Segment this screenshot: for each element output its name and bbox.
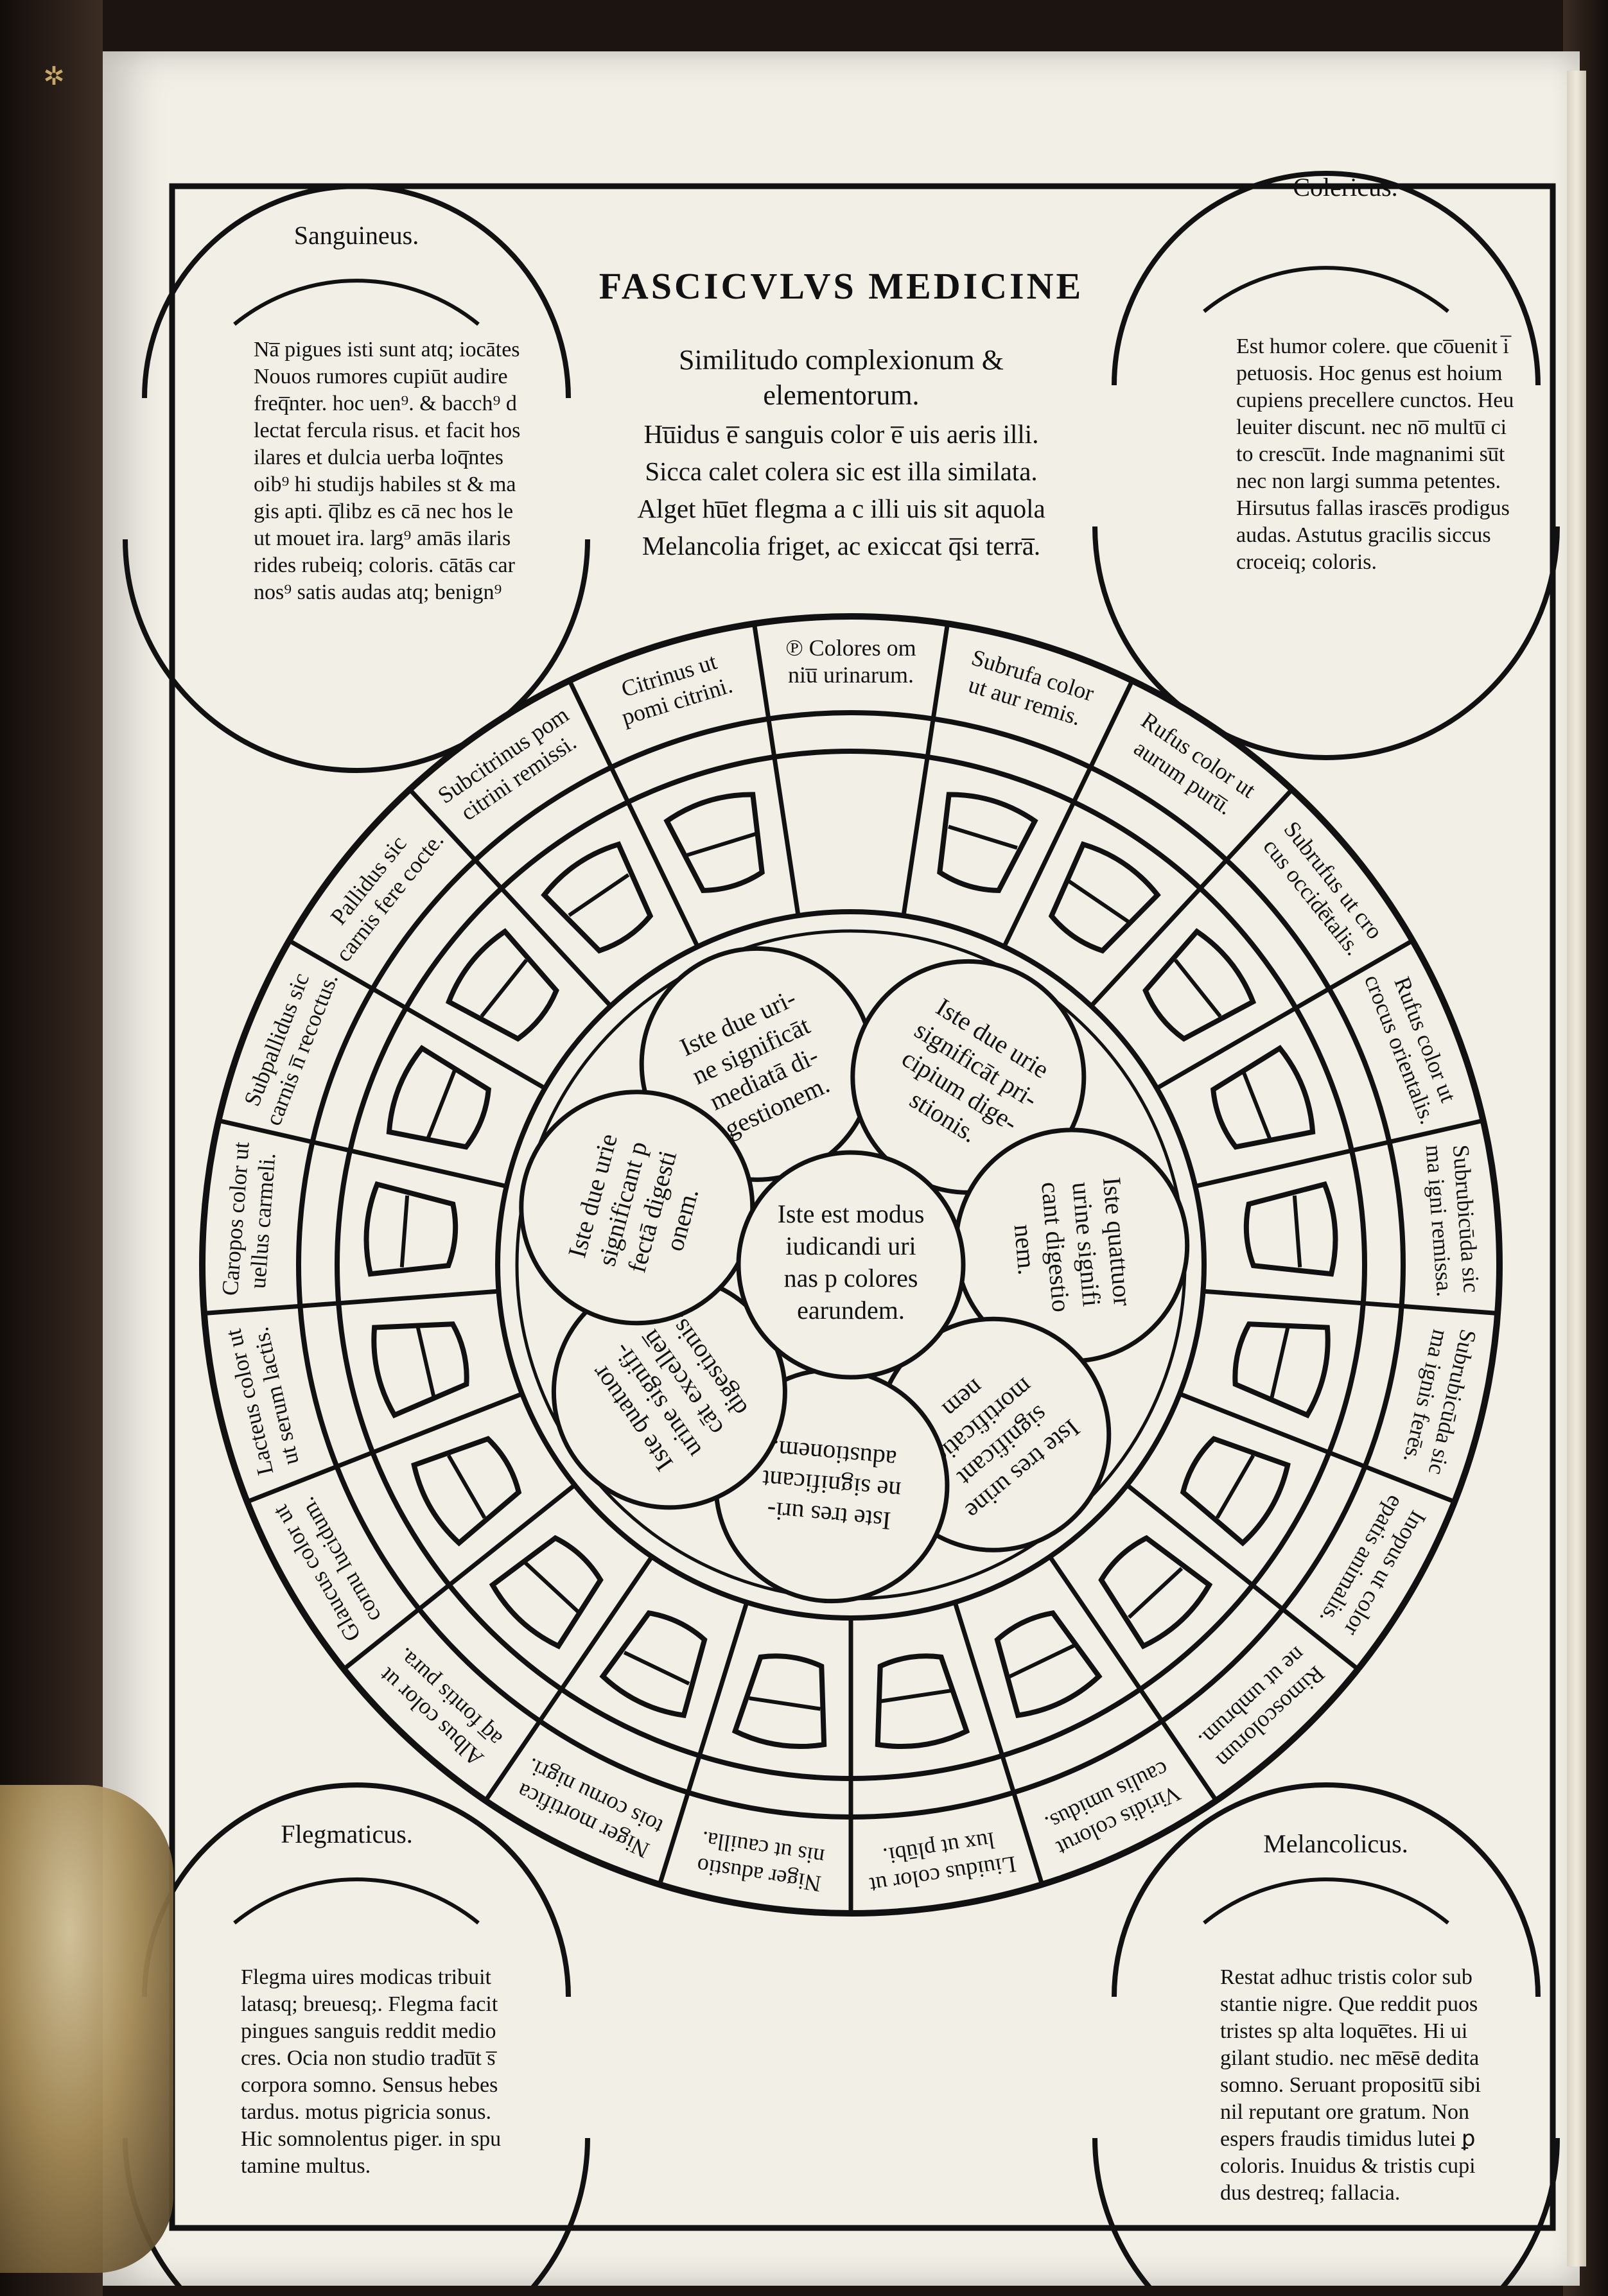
corner-text-line: tamine multus. [241,2154,371,2178]
corner-top-right: Colericus. Est humor colere. que co̅uenit… [1095,173,1557,758]
corner-text-line: croceiq; coloris. [1236,550,1377,574]
corner-text-line: coloris. Inuidus & tristis cupi [1220,2154,1476,2178]
corner-text-line: nil reputant ore gratum. Non [1220,2100,1469,2124]
subtitle-line: elementorum. [763,379,919,411]
corner-text-line: Flegma uires modicas tribuit [241,1965,492,1989]
corner-top-left: Sanguineus. Na̅ pigues isti sunt atq; ioc… [125,186,588,770]
verse-line: Alget hu̅et flegma a c illi uis sit aquo… [637,494,1045,523]
center-text: earundem. [797,1296,905,1325]
corner-text-line: gilant studio. nec me̅sē dedita [1220,2046,1479,2070]
corner-text-line: gis apti. q̅libz es cā nec hos le [254,500,513,523]
corner-bottom-right: Melancolicus. Restat adhuc tristis color … [1095,1785,1557,2286]
center-text: nas p colores [784,1264,918,1292]
corner-text-line: ilares et dulcia uerba loq̅ntes [254,446,503,469]
corner-text-line: tardus. motus pigricia sonus. [241,2100,491,2124]
holding-fingers [0,1785,173,2273]
inner-circle-text: nem. [1009,1223,1042,1276]
spine-ornament-icon: ✲ [39,61,69,92]
corner-title: Sanguineus. [294,221,419,250]
corner-text-line: leuiter discunt. nec no̅ multu̅ ci [1236,415,1507,439]
corner-text-line: ut mouet ira. larg⁹ amās ilaris [254,526,511,550]
corner-text-line: tristes sp alta loque̅tes. Hi ui [1220,2019,1467,2043]
corner-title: Melancolicus. [1263,1829,1408,1858]
corner-text-line: Restat adhuc tristis color sub [1220,1965,1473,1989]
center-text: iudicandi uri [785,1231,916,1260]
verse-line: Hu̅idus e̅ sanguis color e̅ uis aeris il… [644,419,1039,449]
corner-text-line: cupiens precellere cunctos. Heu [1236,388,1514,412]
corner-text-line: Hirsutus fallas irasce̅s prodigus [1236,496,1510,520]
corner-bottom-left: Flegmaticus. Flegma uires modicas tribuit… [125,1785,588,2286]
corner-text-line: espers fraudis timidus lutei ꝑ [1220,2127,1475,2151]
verse-line: Melancolia friget, ac exiccat q̅si terra… [642,531,1040,561]
corner-text-line: rides rubeiq; coloris. cātās car [254,553,516,577]
corner-text-line: Hic somnolentus piger. in spu [241,2127,501,2151]
corner-text-line: Nouos rumores cupiūt audire [254,365,508,388]
wheel-center: Iste est modus iudicandi uri nas p colores… [738,1152,963,1377]
corner-title: Colericus. [1293,173,1397,202]
corner-text-line: stantie nigre. Que reddit puos [1220,1992,1478,2016]
corner-text-line: petuosis. Hoc genus est hoium [1236,361,1503,385]
corner-text-line: somno. Seruant propositu̅ sibi [1220,2073,1481,2097]
woodcut-folio: FASCICVLVS MEDICINE Similitudo complexio… [103,51,1580,2286]
verse-line: Sicca calet colera sic est illa similata… [645,457,1037,486]
corner-text-line: lectat fercula risus. et facit hos [254,419,520,442]
title-block: FASCICVLVS MEDICINE Similitudo complexio… [599,265,1083,561]
corner-text-line: Na̅ pigues isti sunt atq; iocātes [254,338,520,361]
corner-text-line: pingues sanguis reddit medio [241,2019,496,2043]
subtitle-line: Similitudo complexionum & [679,344,1004,376]
corner-text-line: latasq; breuesq;. Flegma facit [241,1992,498,2016]
corner-text-line: nec non largi summa petentes. [1236,469,1501,493]
corner-text-line: Est humor colere. que co̅uenit i̅ [1236,335,1512,358]
corner-text-line: to crescu̅t. Inde magnanimi su̅t [1236,442,1505,466]
running-title: FASCICVLVS MEDICINE [599,265,1083,307]
corner-text-line: corpora somno. Sensus hebes [241,2073,498,2097]
corner-text-line: audas. Astutus gracilis siccus [1236,523,1491,547]
corner-text-line: oib⁹ hi studijs habiles st & ma [254,473,516,496]
sector-label: niu̅ urinarum. [788,662,914,688]
corner-text-line: cres. Ocia non studio tradu̅t s̅ [241,2046,497,2070]
corner-text-line: freq̅nter. hoc uen⁹. & bacch⁹ d [254,392,517,415]
center-text: Iste est modus [778,1199,925,1228]
corner-title: Flegmaticus. [281,1820,413,1848]
sector-label: ℗ Colores om [785,635,916,661]
corner-text-line: dus destreq; fallacia. [1220,2181,1400,2205]
corner-text-line: nos⁹ satis audas atq; benign⁹ [254,580,502,604]
